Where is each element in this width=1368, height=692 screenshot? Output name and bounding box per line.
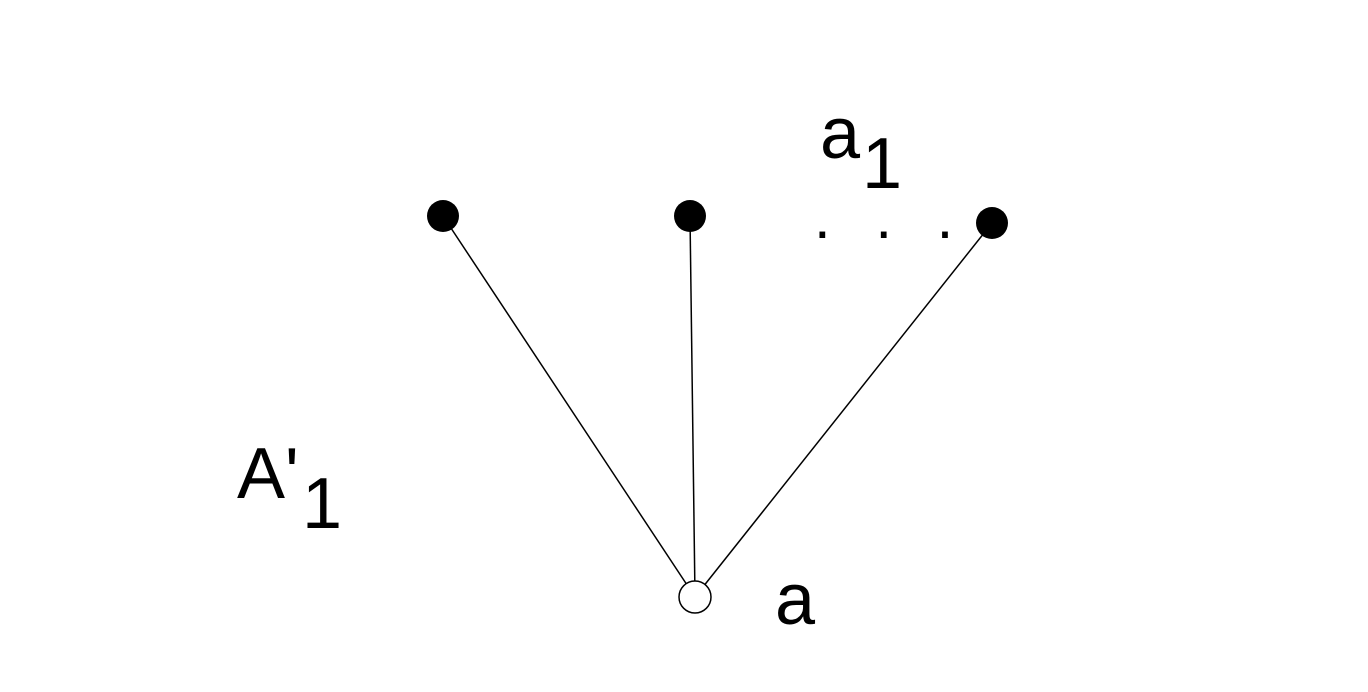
edge-root-to-leaf-3 [694,222,993,598]
edge-root-to-leaf-1 [442,215,696,598]
edge-root-to-leaf-2 [689,215,696,598]
leaf-node-1 [427,200,459,232]
leaf-ellipsis: . . . [814,184,967,251]
leaf-label-subscript: 1 [862,124,902,204]
graph-name: A' [237,434,299,514]
leaf-node-3 [976,207,1008,239]
root-label: a [775,560,816,640]
graph-name-subscript: 1 [302,464,342,544]
leaf-node-2 [674,200,706,232]
root-node [678,580,712,614]
leaf-label: a [820,94,861,174]
